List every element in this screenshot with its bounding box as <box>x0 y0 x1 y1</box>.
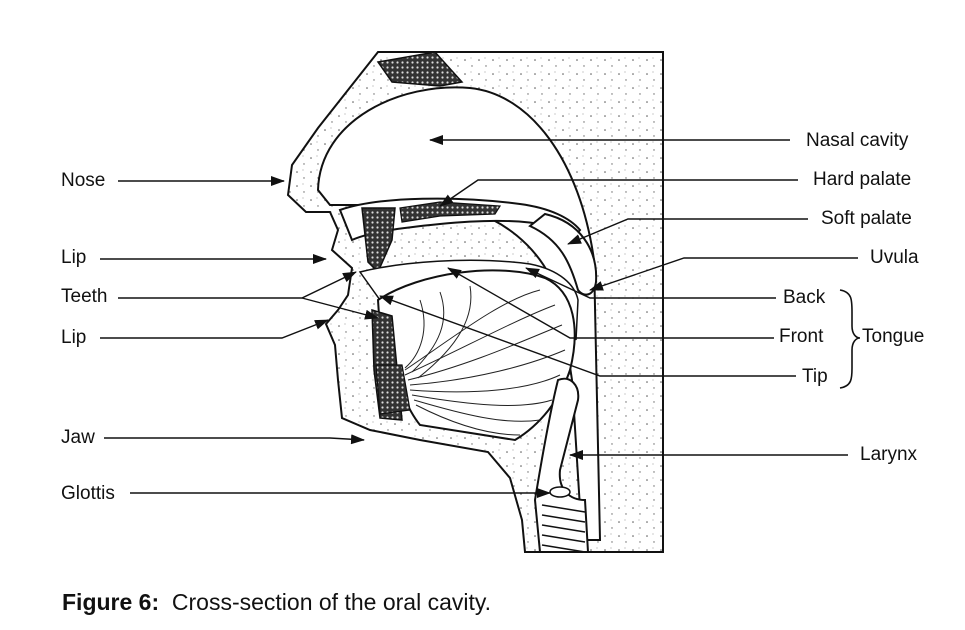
label-nasal-cavity: Nasal cavity <box>806 130 909 151</box>
label-soft-palate: Soft palate <box>821 208 912 229</box>
tongue-brace <box>839 289 861 389</box>
leader-lines <box>100 135 858 498</box>
upper-teeth <box>361 207 396 274</box>
arrow-uvula <box>589 257 858 291</box>
arrow-hard-palate <box>439 179 798 207</box>
arrow-soft-palate <box>567 218 808 245</box>
label-lip-lower: Lip <box>61 327 87 348</box>
jaw-bone <box>375 364 411 415</box>
label-tongue: Tongue <box>862 326 925 347</box>
arrow-teeth <box>118 271 357 299</box>
label-nose: Nose <box>61 170 106 191</box>
arrow-tip <box>379 295 796 377</box>
arrow-teeth-lower <box>301 297 379 320</box>
label-glottis: Glottis <box>61 483 115 504</box>
tracheal-rings <box>541 504 586 553</box>
label-teeth: Teeth <box>61 286 108 307</box>
label-tip: Tip <box>802 366 828 387</box>
pharynx <box>533 377 590 553</box>
figure-caption-text: Cross-section of the oral cavity. <box>171 589 492 615</box>
label-back: Back <box>783 287 826 308</box>
label-hard-palate: Hard palate <box>813 169 912 190</box>
label-front: Front <box>779 326 824 347</box>
arrow-jaw <box>104 434 365 445</box>
glottis-shape <box>549 486 571 498</box>
arrow-back <box>525 267 776 299</box>
sinus-bone <box>376 51 464 87</box>
label-uvula: Uvula <box>870 247 919 268</box>
arrow-front <box>447 267 774 339</box>
figure-caption: Figure 6: Cross-section of the oral cavi… <box>62 588 491 616</box>
tongue-muscle-lines <box>404 285 566 436</box>
label-lip-upper: Lip <box>61 247 87 268</box>
figure-number: Figure 6: <box>62 589 160 615</box>
label-jaw: Jaw <box>61 427 95 448</box>
arrow-lip-lower <box>100 319 329 339</box>
label-larynx: Larynx <box>860 444 918 465</box>
